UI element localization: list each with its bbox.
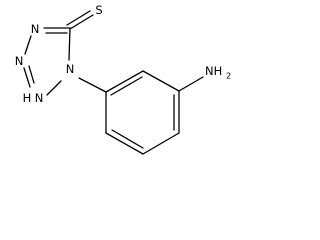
chemical-structure-diagram: S N N N H N NH 2 <box>15 3 231 155</box>
c-s-double-bond-b <box>66 10 91 26</box>
n-left-n-h-double-bond-b <box>28 65 35 84</box>
nitrogen-substituted-label: N <box>66 62 75 76</box>
c-s-double-bond-a <box>69 14 94 30</box>
n-aryl-bond <box>78 77 107 93</box>
n-h-n-sub-bond <box>46 80 62 96</box>
hydrogen-label: H <box>23 91 32 105</box>
aryl-amine-bond <box>178 76 204 92</box>
amine-subscript-label: 2 <box>226 72 231 81</box>
amine-label: NH <box>205 64 222 78</box>
benzene-bond-5 <box>105 132 144 155</box>
nitrogen-upper-label: N <box>31 22 40 36</box>
n-sub-c-bond <box>68 27 71 61</box>
n-left-n-h-double-bond-a <box>23 67 31 88</box>
tetrazole-ring <box>23 10 94 96</box>
n-upper-n-left-bond <box>24 35 32 55</box>
benzene-inner-bond-5 <box>111 129 144 149</box>
benzene-bond-2 <box>142 70 180 92</box>
nitrogen-h-label: N <box>35 91 44 105</box>
benzene-inner-bond-1 <box>110 76 143 96</box>
benzene-ring <box>105 70 180 155</box>
benzene-bond-4 <box>142 132 180 155</box>
nitrogen-left-label: N <box>15 54 24 68</box>
benzene-bond-1 <box>105 70 144 93</box>
sulfur-label: S <box>95 3 102 17</box>
